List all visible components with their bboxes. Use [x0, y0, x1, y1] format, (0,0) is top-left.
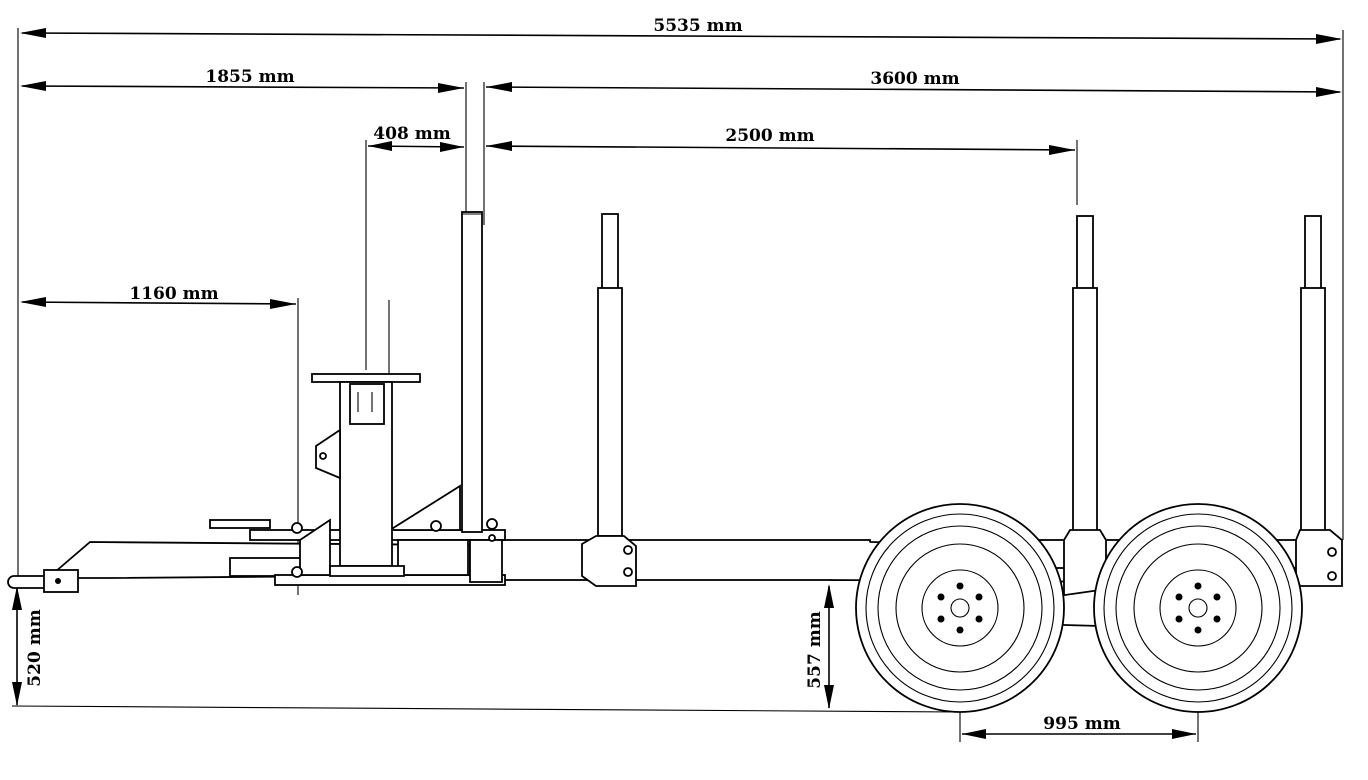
stanchion-3	[1063, 215, 1107, 618]
dimension-label-stanchion-spacing: 2500 mm	[725, 126, 814, 146]
dimension-support-leg: 1160 mm	[20, 284, 297, 309]
dimension-overall-length: 5535 mm	[20, 16, 1342, 44]
stanchion-rear	[1295, 215, 1343, 587]
stanchion-front	[461, 211, 483, 533]
dimension-label-frame-height: 557 mm	[805, 611, 825, 688]
dimension-front-section: 1855 mm	[20, 67, 465, 93]
dimension-crane-offset: 408 mm	[367, 124, 465, 152]
dimension-drawbar-height: 520 mm	[12, 586, 45, 706]
extension-lines	[11, 28, 1344, 742]
stanchion-2	[581, 213, 637, 587]
dimension-label-overall: 5535 mm	[653, 16, 742, 36]
crane-column	[311, 300, 421, 577]
dimension-rear-section: 3600 mm	[485, 69, 1342, 97]
dimension-stanchion-spacing: 2500 mm	[485, 126, 1076, 155]
dimension-frame-height: 557 mm	[805, 584, 834, 709]
dimension-label-rear: 3600 mm	[870, 69, 959, 89]
wheel-rear	[1093, 503, 1303, 713]
dimension-label-front: 1855 mm	[205, 67, 294, 87]
dimension-axle-spacing: 995 mm	[962, 714, 1196, 739]
wheel-front	[855, 503, 1065, 713]
dimension-label-axle-spacing: 995 mm	[1043, 714, 1120, 734]
dimension-label-crane-offset: 408 mm	[373, 124, 450, 144]
dimension-label-drawbar-height: 520 mm	[25, 609, 45, 686]
dimension-label-support-leg: 1160 mm	[129, 284, 218, 304]
